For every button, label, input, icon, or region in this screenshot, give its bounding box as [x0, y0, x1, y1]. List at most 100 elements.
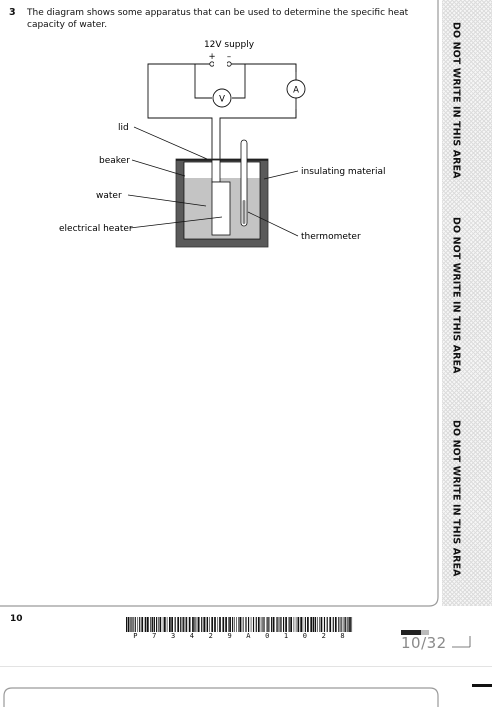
label-insulating-material: insulating material [301, 167, 386, 177]
barcode-bar [203, 617, 206, 632]
barcode-bar [312, 617, 315, 632]
barcode-bar [277, 617, 279, 632]
barcode-bar [332, 617, 334, 632]
barcode-bar [288, 617, 290, 632]
barcode-bar [257, 617, 260, 632]
question-number: 3 [9, 7, 16, 18]
barcode-bar [162, 617, 164, 632]
barcode-bar [132, 617, 134, 632]
barcode-bar [302, 617, 304, 632]
barcode-bar [279, 617, 281, 632]
barcode-bar [147, 617, 149, 632]
barcode-bar [250, 617, 252, 632]
positive-sign: + [208, 52, 215, 62]
margin-warning-top: DO NOT WRITE IN THIS AREA [450, 21, 462, 179]
barcode-digit: 4 [189, 632, 194, 640]
barcode-bar [340, 617, 342, 632]
barcode-bar [276, 617, 277, 632]
barcode-bar [252, 617, 255, 632]
barcode-bar [144, 617, 147, 632]
barcode-bar [174, 617, 176, 632]
label-water: water [96, 191, 122, 201]
page-count: 10/32 [401, 634, 447, 652]
barcode-digit: 2 [321, 632, 326, 640]
barcode-bar [338, 617, 340, 632]
barcode-bar [334, 617, 337, 632]
margin-hatched-strip [442, 0, 492, 606]
barcode-bar [319, 617, 320, 632]
barcode-bar [243, 617, 244, 632]
barcode-bar [192, 617, 194, 632]
barcode-bar [255, 617, 257, 632]
barcode-bar [139, 617, 141, 632]
barcode-bar [326, 617, 328, 632]
question-text: The diagram shows some apparatus that ca… [27, 8, 409, 30]
label-leader-lines [127, 126, 299, 237]
barcode-bar [320, 617, 323, 632]
barcode-bar [126, 617, 128, 632]
barcode-bar [152, 617, 154, 632]
next-page-corner-mark [472, 684, 492, 687]
answer-area-border [0, 0, 439, 607]
barcode-bar [283, 617, 285, 632]
barcode-bar [171, 617, 173, 632]
barcode-bar [134, 617, 136, 632]
barcode-bar [293, 617, 295, 632]
barcode-bar [225, 617, 227, 632]
barcode [126, 617, 353, 632]
barcode-digit: 0 [265, 632, 270, 640]
barcode-bar [266, 617, 268, 632]
barcode-bar [209, 617, 210, 632]
barcode-bar [295, 617, 297, 632]
barcode-bar [228, 617, 229, 632]
barcode-digit: 3 [170, 632, 176, 640]
barcode-bar [229, 617, 231, 632]
positive-terminal [209, 61, 215, 67]
margin-warning-bottom: DO NOT WRITE IN THIS AREA [450, 419, 462, 577]
barcode-bar [261, 617, 263, 632]
barcode-bar [239, 617, 242, 632]
barcode-bar [248, 617, 250, 632]
ammeter-symbol: A [293, 86, 299, 96]
barcode-digit: P [133, 632, 138, 640]
barcode-bar [222, 617, 225, 632]
barcode-bar [158, 617, 159, 632]
barcode-bar [263, 617, 264, 632]
supply-label: 12V supply [204, 40, 255, 50]
barcode-bar [197, 617, 200, 632]
barcode-bar [194, 617, 196, 632]
barcode-bar [196, 617, 198, 632]
barcode-bar [314, 617, 317, 632]
page-count-marker [401, 630, 429, 635]
barcode-bar [236, 617, 237, 632]
barcode-bar [181, 617, 183, 632]
barcode-bar [164, 617, 166, 632]
barcode-bar [177, 617, 180, 632]
barcode-bar [159, 617, 162, 632]
barcode-bar [214, 617, 216, 632]
thermometer [240, 139, 248, 227]
barcode-digit: 2 [208, 632, 213, 640]
barcode-bar [317, 617, 318, 632]
barcode-bar [127, 617, 130, 632]
barcode-bar [131, 617, 132, 632]
barcode-bar [323, 617, 326, 632]
barcode-bar [153, 617, 155, 632]
barcode-bar [130, 617, 131, 632]
barcode-bar [217, 617, 219, 632]
barcode-digit: 9 [227, 632, 232, 640]
barcode-bar [150, 617, 152, 632]
barcode-bar [184, 617, 186, 632]
barcode-bar [268, 617, 270, 632]
barcode-bar [205, 617, 207, 632]
barcode-bar [211, 617, 214, 632]
barcode-bar [234, 617, 235, 632]
circuit-wires [147, 63, 297, 160]
barcode-bar [300, 617, 302, 632]
label-lid: lid [118, 123, 129, 133]
label-beaker: beaker [99, 156, 130, 166]
barcode-bar [345, 617, 347, 632]
barcode-bar [329, 617, 332, 632]
